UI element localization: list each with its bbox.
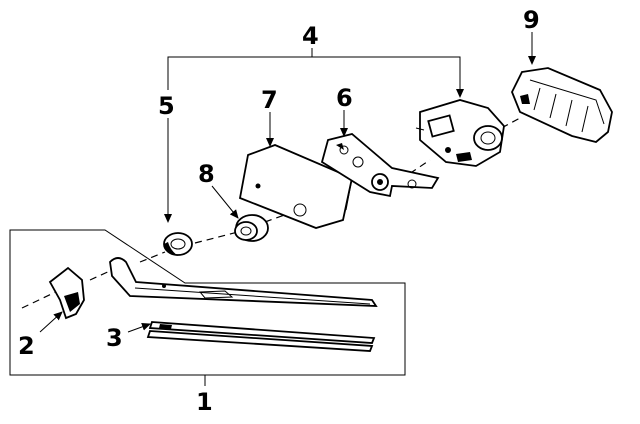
callout-8: 8	[198, 160, 215, 188]
callout-9: 9	[523, 6, 540, 34]
wiper-motor-part	[415, 99, 505, 167]
leader-lines	[39, 32, 536, 333]
wiper-blade-part	[146, 321, 376, 352]
cover-plate-part	[238, 144, 354, 229]
bushing-part	[234, 214, 269, 242]
motor-housing-part	[511, 67, 613, 143]
callout-7: 7	[261, 86, 278, 114]
callout-6: 6	[336, 84, 353, 112]
callout-5: 5	[158, 92, 175, 120]
grommet-part	[163, 232, 193, 256]
wiper-arm-part	[109, 257, 378, 307]
mounting-bracket-part	[320, 133, 440, 198]
motor-group-bracket	[164, 48, 464, 223]
callout-1: 1	[196, 388, 213, 416]
callout-2: 2	[18, 332, 35, 360]
arm-cap-part	[48, 266, 85, 320]
wiper-assembly-bracket	[9, 229, 406, 386]
callout-4: 4	[302, 22, 319, 50]
callout-3: 3	[106, 324, 123, 352]
